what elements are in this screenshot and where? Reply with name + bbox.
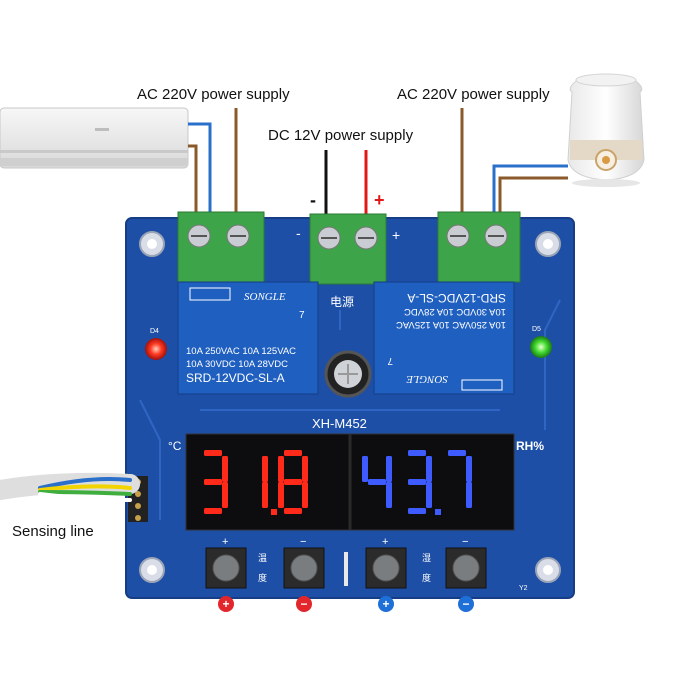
relay-right-num: 7 [387, 355, 393, 366]
relay-left-brand: SONGLE [244, 291, 286, 303]
led-d4-red [145, 338, 167, 360]
relay-right [373, 281, 515, 395]
terminal-block-left [177, 211, 265, 283]
hum-minus-button[interactable]: −− [445, 536, 487, 612]
relay-left-line2: 10A 30VDC 10A 28VDC [186, 359, 288, 370]
hum-minus-button-indicator-icon [458, 596, 474, 612]
power-plus-label: + [392, 227, 400, 243]
temp-plus-button-sign: + [222, 536, 228, 548]
y2-label: Y2 [519, 585, 528, 592]
capacitor [324, 350, 372, 398]
air-conditioner-image [0, 107, 189, 169]
terminal-block-power [309, 213, 387, 285]
button-area [344, 552, 348, 586]
power-label: 电源 [330, 295, 354, 309]
hum-minus-button-sign: − [462, 536, 468, 548]
temp-plus-button-indicator-sign: + [222, 597, 229, 611]
ac-left-callout: AC 220V power supply [137, 86, 290, 103]
relay-right-model: SRD-12VDC-SL-A [407, 291, 506, 305]
sensing-cable [0, 472, 140, 502]
hum-chars-label-2: 度 [422, 572, 431, 584]
wires [188, 108, 568, 224]
hum-plus-button-indicator-icon [378, 596, 394, 612]
temp-minus-button-indicator-sign: − [300, 597, 307, 611]
humidity-readout [362, 450, 472, 515]
celsius-label: °C [168, 439, 182, 453]
sensing-callout: Sensing line [12, 523, 94, 540]
relay-right-brand: SONGLE [406, 373, 448, 385]
hum-minus-button-indicator-sign: − [462, 597, 469, 611]
temp-plus-button[interactable]: ++ [205, 536, 247, 612]
temp-chars-label: 温 [258, 553, 267, 564]
power-minus-label: - [296, 225, 301, 241]
relay-left [177, 281, 319, 395]
terminal-block-right [437, 211, 521, 283]
led-d5-green [530, 336, 552, 358]
dc-plus-label: + [374, 190, 385, 210]
hum-plus-button[interactable]: ++ [365, 536, 407, 612]
relay-right-line1: 10A 250VAC 10A 125VAC [396, 319, 506, 330]
relay-right-line2: 10A 30VDC 10A 28VDC [404, 306, 506, 317]
rh-label: RH% [516, 439, 544, 453]
humidifier-image [567, 73, 645, 187]
relay-left-num: 7 [299, 310, 305, 321]
temperature-readout [204, 450, 308, 515]
ac-right-callout: AC 220V power supply [397, 86, 550, 103]
temp-plus-button-indicator-icon [218, 596, 234, 612]
relay-left-model: SRD-12VDC-SL-A [186, 371, 285, 385]
temp-chars-label-2: 度 [258, 572, 267, 584]
temp-minus-button-indicator-icon [296, 596, 312, 612]
hum-plus-button-indicator-sign: + [382, 597, 389, 611]
hum-chars-label: 湿 [422, 553, 431, 564]
dc-callout: DC 12V power supply [268, 127, 414, 144]
d4-label: D4 [150, 328, 159, 335]
hum-plus-button-sign: + [382, 536, 388, 548]
d5-label: D5 [532, 326, 541, 333]
temp-minus-button-sign: − [300, 536, 306, 548]
temp-minus-button[interactable]: −− [283, 536, 325, 612]
relay-left-line1: 10A 250VAC 10A 125VAC [186, 346, 296, 357]
dc-minus-label: - [310, 190, 316, 210]
seven-segment-display [185, 433, 515, 531]
model-label: XH-M452 [312, 416, 367, 431]
